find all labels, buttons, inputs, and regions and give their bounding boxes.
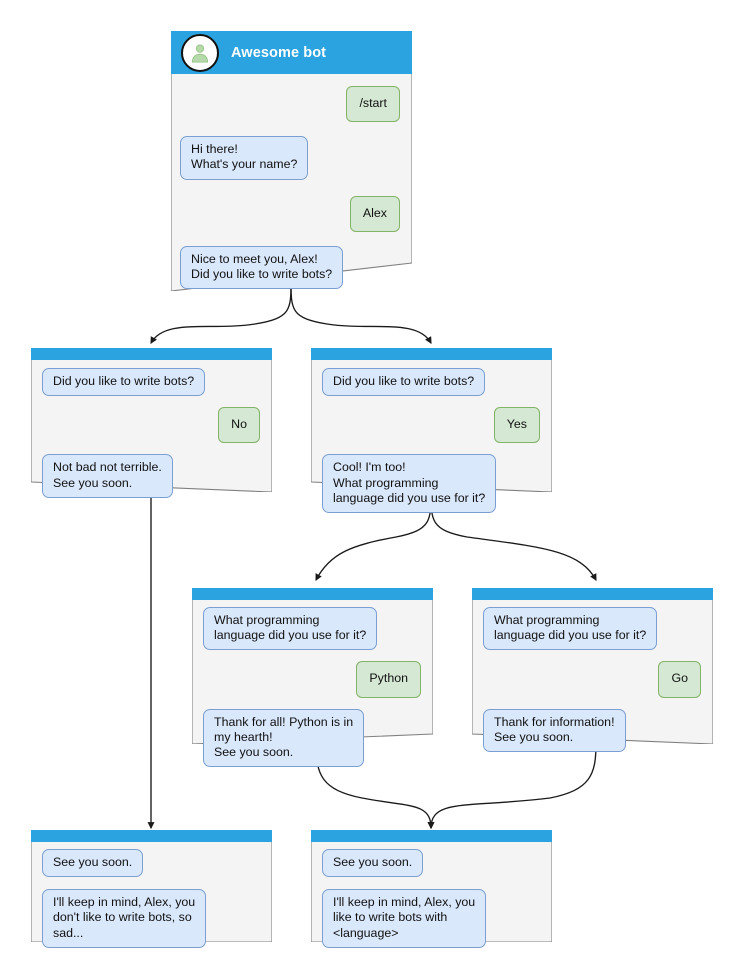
- message-row: What programming language did you use fo…: [203, 607, 421, 651]
- node-end-sad[interactable]: See you soon. I'll keep in mind, Alex, y…: [31, 830, 272, 948]
- person-avatar-icon: [181, 33, 219, 72]
- user-message-bubble[interactable]: /start: [346, 86, 400, 123]
- node-yes-branch[interactable]: Did you like to write bots? Yes Cool! I'…: [311, 348, 552, 514]
- bot-message-bubble: Nice to meet you, Alex! Did you like to …: [180, 245, 344, 290]
- message-row: Alex: [180, 195, 400, 232]
- user-message-bubble[interactable]: Go: [658, 661, 701, 698]
- messages-yes-branch: Did you like to write bots? Yes Cool! I'…: [311, 360, 552, 514]
- user-message-bubble[interactable]: Python: [356, 661, 421, 698]
- message-row: No: [42, 407, 260, 444]
- bot-message-bubble: Thank for information! See you soon.: [483, 708, 626, 753]
- message-row: Hi there! What's your name?: [180, 136, 400, 180]
- message-row: I'll keep in mind, Alex, you don't like …: [42, 889, 260, 948]
- message-row: See you soon.: [322, 849, 540, 878]
- bot-message-bubble: Not bad not terrible. See you soon.: [42, 454, 173, 498]
- message-row: Yes: [322, 407, 540, 444]
- bot-message-bubble: See you soon.: [42, 849, 144, 878]
- node-python-branch[interactable]: What programming language did you use fo…: [192, 588, 433, 768]
- user-message-bubble[interactable]: No: [218, 407, 260, 444]
- message-row: I'll keep in mind, Alex, you like to wri…: [322, 889, 540, 948]
- message-row: Thank for information! See you soon.: [483, 708, 701, 753]
- bot-message-bubble: See you soon.: [322, 849, 424, 878]
- bot-message-bubble: I'll keep in mind, Alex, you like to wri…: [322, 889, 487, 948]
- message-row: What programming language did you use fo…: [483, 607, 701, 651]
- bot-message-bubble: What programming language did you use fo…: [483, 607, 658, 651]
- message-row: See you soon.: [42, 849, 260, 878]
- messages-go-branch: What programming language did you use fo…: [472, 600, 713, 753]
- message-row: Did you like to write bots?: [42, 368, 260, 397]
- bot-message-bubble: Did you like to write bots?: [322, 368, 486, 397]
- message-row: Thank for all! Python is in my hearth! S…: [203, 708, 421, 768]
- messages-no-branch: Did you like to write bots? No Not bad n…: [31, 360, 272, 498]
- messages-end-happy: See you soon. I'll keep in mind, Alex, y…: [311, 842, 552, 948]
- message-row: Not bad not terrible. See you soon.: [42, 454, 260, 498]
- chat-header-start: Awesome bot: [171, 31, 412, 74]
- message-row: Cool! I'm too! What programming language…: [322, 454, 540, 514]
- message-row: /start: [180, 86, 400, 123]
- edge-go-to-end: [427, 743, 597, 830]
- node-no-branch[interactable]: Did you like to write bots? No Not bad n…: [31, 348, 272, 498]
- messages-start: /start Hi there! What's your name? Alex …: [171, 74, 412, 290]
- message-row: Nice to meet you, Alex! Did you like to …: [180, 245, 400, 290]
- bot-title: Awesome bot: [231, 44, 327, 61]
- bot-message-bubble: Cool! I'm too! What programming language…: [322, 454, 497, 514]
- message-row: Python: [203, 661, 421, 698]
- messages-python-branch: What programming language did you use fo…: [192, 600, 433, 768]
- message-row: Go: [483, 661, 701, 698]
- user-message-bubble[interactable]: Alex: [349, 195, 400, 232]
- bot-message-bubble: Thank for all! Python is in my hearth! S…: [203, 708, 365, 768]
- user-message-bubble[interactable]: Yes: [493, 407, 540, 444]
- messages-end-sad: See you soon. I'll keep in mind, Alex, y…: [31, 842, 272, 948]
- bot-message-bubble: I'll keep in mind, Alex, you don't like …: [42, 889, 207, 948]
- bot-message-bubble: Did you like to write bots?: [42, 368, 206, 397]
- bot-message-bubble: What programming language did you use fo…: [203, 607, 378, 651]
- message-row: Did you like to write bots?: [322, 368, 540, 397]
- bot-message-bubble: Hi there! What's your name?: [180, 136, 309, 180]
- node-start[interactable]: Awesome bot /start Hi there! What's your…: [171, 31, 412, 291]
- node-end-happy[interactable]: See you soon. I'll keep in mind, Alex, y…: [311, 830, 552, 948]
- node-go-branch[interactable]: What programming language did you use fo…: [472, 588, 713, 753]
